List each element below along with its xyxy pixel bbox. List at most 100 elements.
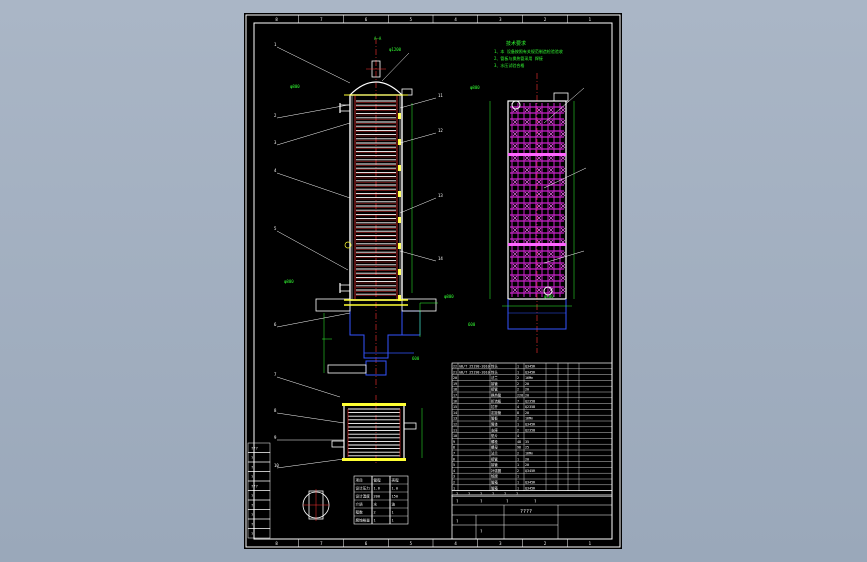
revision-cell: ? [468, 492, 470, 496]
bom-cell: GB/T 25198-2010 [459, 370, 490, 374]
design-table-cell: 设计压力 [356, 486, 371, 491]
zone-number: 8 [275, 541, 278, 546]
drawing-title: ???? [520, 509, 532, 515]
bom-cell: 6 [453, 457, 455, 461]
bom-cell: 35 [525, 440, 529, 444]
bom-cell: 22 [453, 365, 457, 369]
bom-cell: 1 [517, 370, 519, 374]
bom-cell: 法兰 [491, 375, 498, 380]
bom-cell: 20 [525, 411, 529, 415]
side-block-label: ? [251, 493, 253, 498]
note-line: 1、本 设备按照有关规范制造检验验收 [494, 48, 563, 54]
bom-cell: 1 [517, 463, 519, 467]
bom-cell: 11 [453, 428, 457, 432]
bom-cell: 补强圈 [491, 468, 502, 473]
bom-cell: 铭牌 [491, 474, 498, 479]
bom-cell: 20 [525, 463, 529, 467]
zone-number: 2 [544, 541, 547, 546]
bom-cell: 25 [525, 446, 529, 450]
design-table-cell: 1.6 [374, 487, 381, 491]
plan-view [331, 395, 423, 465]
bom-cell: Q345R [525, 423, 536, 427]
revision-cell: ? [516, 492, 518, 496]
revision-cell: ? [492, 492, 494, 496]
dim-label: φ1200 [389, 47, 402, 52]
bom-cell: 19 [453, 382, 457, 386]
bom-cell: 48 [517, 440, 521, 444]
bom-cell: Q235B [525, 399, 535, 403]
bom-cell: 21 [453, 370, 457, 374]
bom-cell: 228 [517, 394, 523, 398]
bom-cell: 14 [453, 411, 457, 415]
bom-cell: 支座 [491, 427, 498, 432]
zone-number: 1 [589, 541, 592, 546]
design-table-cell: 项目 [356, 478, 363, 483]
bom-cell: 2 [517, 417, 519, 421]
bom-cell: 20 [525, 388, 529, 392]
design-table-cell: 200 [374, 495, 381, 499]
bom-cell: 4 [517, 405, 519, 409]
note-line: 3、水压试验合格 [494, 62, 524, 68]
title-cell: ? [456, 499, 459, 504]
design-table-cell: 150 [392, 495, 399, 499]
bom-cell: Q345R [525, 370, 536, 374]
zone-number: 3 [499, 17, 502, 22]
design-table-cell: 壳程 [392, 478, 400, 483]
design-table-cell: 介质 [356, 502, 364, 507]
leader-lines-right [543, 87, 587, 264]
bom-cell: 7 [517, 399, 519, 403]
zone-number: 2 [544, 17, 547, 22]
title-cell: ? [480, 499, 483, 504]
section-label: A—A [374, 36, 382, 41]
zone-number: 4 [454, 17, 457, 22]
revision-cell: ? [480, 492, 482, 496]
plan-tubes [347, 408, 401, 457]
bom-cell: 10 [453, 434, 457, 438]
bom-cell: 接管 [491, 381, 498, 386]
side-block-label: ? [251, 522, 253, 527]
bom-cell: 垫片 [491, 433, 498, 438]
bom-cell: Q235B [525, 405, 535, 409]
bom-cell: 4 [453, 469, 455, 473]
part-number: 9 [274, 435, 277, 440]
zone-number: 3 [499, 541, 502, 546]
revision-cell: ? [504, 492, 506, 496]
dim-label: φ800 [284, 279, 294, 284]
bom-cell: 5 [453, 463, 455, 467]
bom-cell: 20 [525, 382, 529, 386]
bom-cell: 接管 [491, 462, 498, 467]
dim-label: φ800 [544, 294, 554, 299]
title-cell: ? [480, 529, 483, 534]
title-block: ???? ? ? ? ? ? ? [451, 494, 613, 540]
bom-cell: 12 [453, 423, 457, 427]
part-number: 2 [274, 113, 277, 118]
part-number: 7 [274, 372, 277, 377]
bom-cell: Q345R [525, 365, 536, 369]
bom-cell: GB/T 25198-2010 [459, 365, 490, 369]
zone-number: 7 [320, 17, 323, 22]
design-table-cell: 2 [374, 511, 376, 515]
bom-cell: 管箱 [491, 480, 498, 485]
dim-label: φ800 [470, 85, 480, 90]
side-block-label: ? [251, 455, 253, 460]
zone-number: 1 [589, 17, 592, 22]
detail-view [302, 489, 330, 521]
part-number: 12 [438, 128, 443, 133]
bom-cell: 1 [517, 457, 519, 461]
part-number: 14 [438, 256, 443, 261]
bom-cell: 封头 [491, 369, 498, 374]
bom-cell: 1 [517, 475, 519, 479]
tube-bundle [356, 100, 401, 301]
bom-cell: 换热管 [491, 393, 502, 398]
bom-cell: 13 [453, 417, 457, 421]
dim-label: φ800 [444, 294, 454, 299]
bom-cell: 封头 [491, 364, 498, 369]
zone-number: 6 [365, 541, 368, 546]
bom-cell: 20 [525, 394, 529, 398]
bom-cell: 7 [453, 452, 455, 456]
part-number: 13 [438, 193, 443, 198]
